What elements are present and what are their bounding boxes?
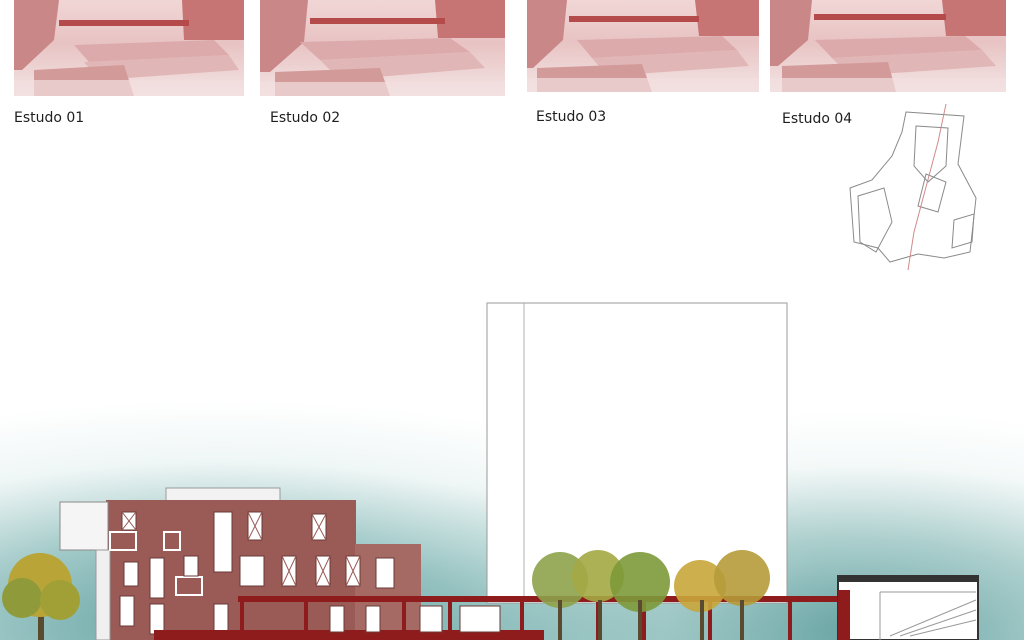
elevation-drawing [2,302,979,640]
study-label-02: Estudo 02 [270,110,341,126]
tree-group-center [532,550,770,640]
tree-left [2,553,80,640]
study-thumbnail-03 [527,0,759,92]
study-03-render [527,0,759,92]
study-02-render [260,0,505,96]
study-04-render [770,0,1006,92]
study-thumbnail-04 [770,0,1006,92]
site-plan-outline [849,103,977,271]
study-label-04: Estudo 04 [782,111,853,127]
red-pergola [154,596,838,640]
brick-building [59,487,421,640]
study-thumbnail-02 [260,0,505,96]
study-01-render [14,0,244,96]
study-thumbnail-01 [14,0,244,96]
study-label-01: Estudo 01 [14,110,85,126]
study-label-03: Estudo 03 [536,109,607,125]
auditorium-section [837,575,979,640]
